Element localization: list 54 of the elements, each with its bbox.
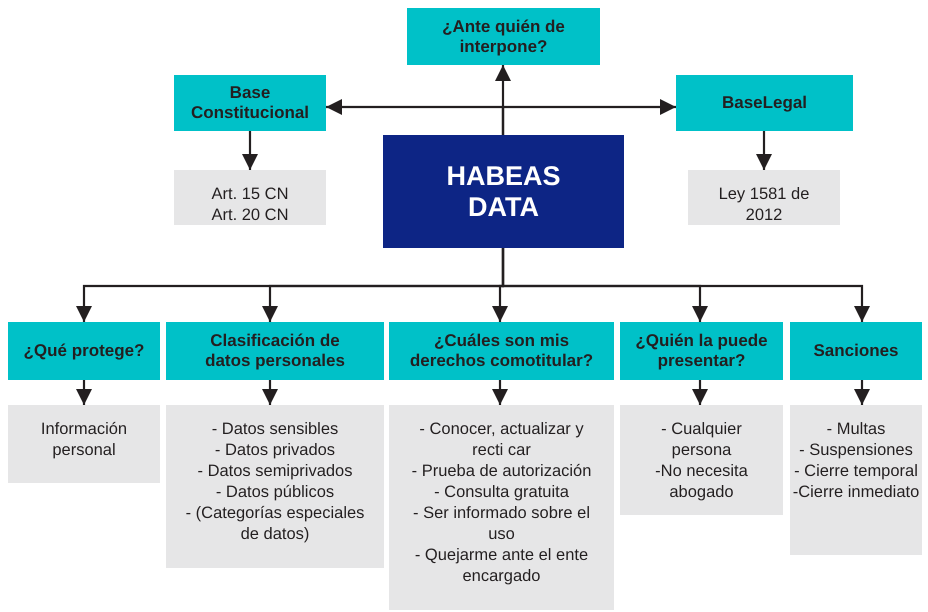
- arrow: [692, 380, 708, 405]
- heading-text: HABEAS DATA: [445, 160, 562, 222]
- list-item: - (Categorías especiales de datos): [184, 503, 366, 545]
- heading-box: [676, 75, 853, 131]
- heading-box: [8, 322, 160, 380]
- content-box: [166, 405, 384, 568]
- arrow: [502, 248, 870, 322]
- list-item: - Datos públicos: [216, 482, 334, 503]
- heading-text: ¿Cuáles son mis derechos comotitular?: [409, 331, 594, 371]
- content-box: [174, 170, 326, 225]
- heading-box: [389, 322, 614, 380]
- heading-box: [407, 8, 600, 65]
- heading-text: Base Constitucional: [190, 83, 310, 123]
- list-item: - Conocer, actualizar y recti car: [418, 419, 585, 461]
- list-item: - Suspensiones: [799, 440, 913, 461]
- content-box: [389, 405, 614, 610]
- list-item: -No necesita abogado: [654, 461, 749, 503]
- list-item: - Datos privados: [214, 440, 336, 461]
- content-box: [620, 405, 783, 515]
- title-box: [383, 135, 624, 248]
- heading-text: ¿Ante quién de interpone?: [441, 16, 566, 56]
- arrow: [242, 131, 258, 170]
- list-item: Art. 20 CN: [211, 205, 289, 226]
- list-item: - Cierre temporal: [794, 461, 918, 482]
- heading-text: ¿Quién la puede presentar?: [634, 331, 769, 371]
- list-item: - Datos sensibles: [212, 419, 338, 440]
- heading-text: Sanciones: [813, 341, 899, 361]
- list-item: -Cierre inmediato: [792, 482, 920, 503]
- heading-text: BaseLegal: [722, 93, 808, 113]
- list-item: - Ser informado sobre el uso: [412, 503, 591, 545]
- heading-text: ¿Qué protege?: [24, 341, 144, 361]
- content-box: [688, 170, 840, 225]
- content-box: [790, 405, 922, 555]
- heading-box: [166, 322, 384, 380]
- list-item: - Consulta gratuita: [434, 482, 569, 503]
- list-item: Ley 1581 de 2012: [718, 184, 810, 226]
- list-item: - Cualquier persona: [660, 419, 743, 461]
- heading-text: Clasificación de datos personales: [204, 331, 346, 371]
- heading-box: [620, 322, 783, 380]
- heading-box: [790, 322, 922, 380]
- heading-box: [174, 75, 326, 131]
- list-item: - Multas: [826, 419, 886, 440]
- arrow: [756, 131, 772, 170]
- list-item: - Datos semiprivados: [198, 461, 352, 482]
- arrow: [76, 380, 92, 405]
- arrow: [492, 380, 508, 405]
- arrow: [262, 380, 278, 405]
- list-item: Art. 15 CN: [211, 184, 289, 205]
- arrow: [854, 380, 870, 405]
- content-box: [8, 405, 160, 483]
- list-item: - Quejarme ante el ente encargado: [414, 545, 590, 587]
- list-item: - Prueba de autorización: [412, 461, 592, 482]
- list-item: Información personal: [40, 419, 128, 461]
- arrow: [502, 99, 676, 135]
